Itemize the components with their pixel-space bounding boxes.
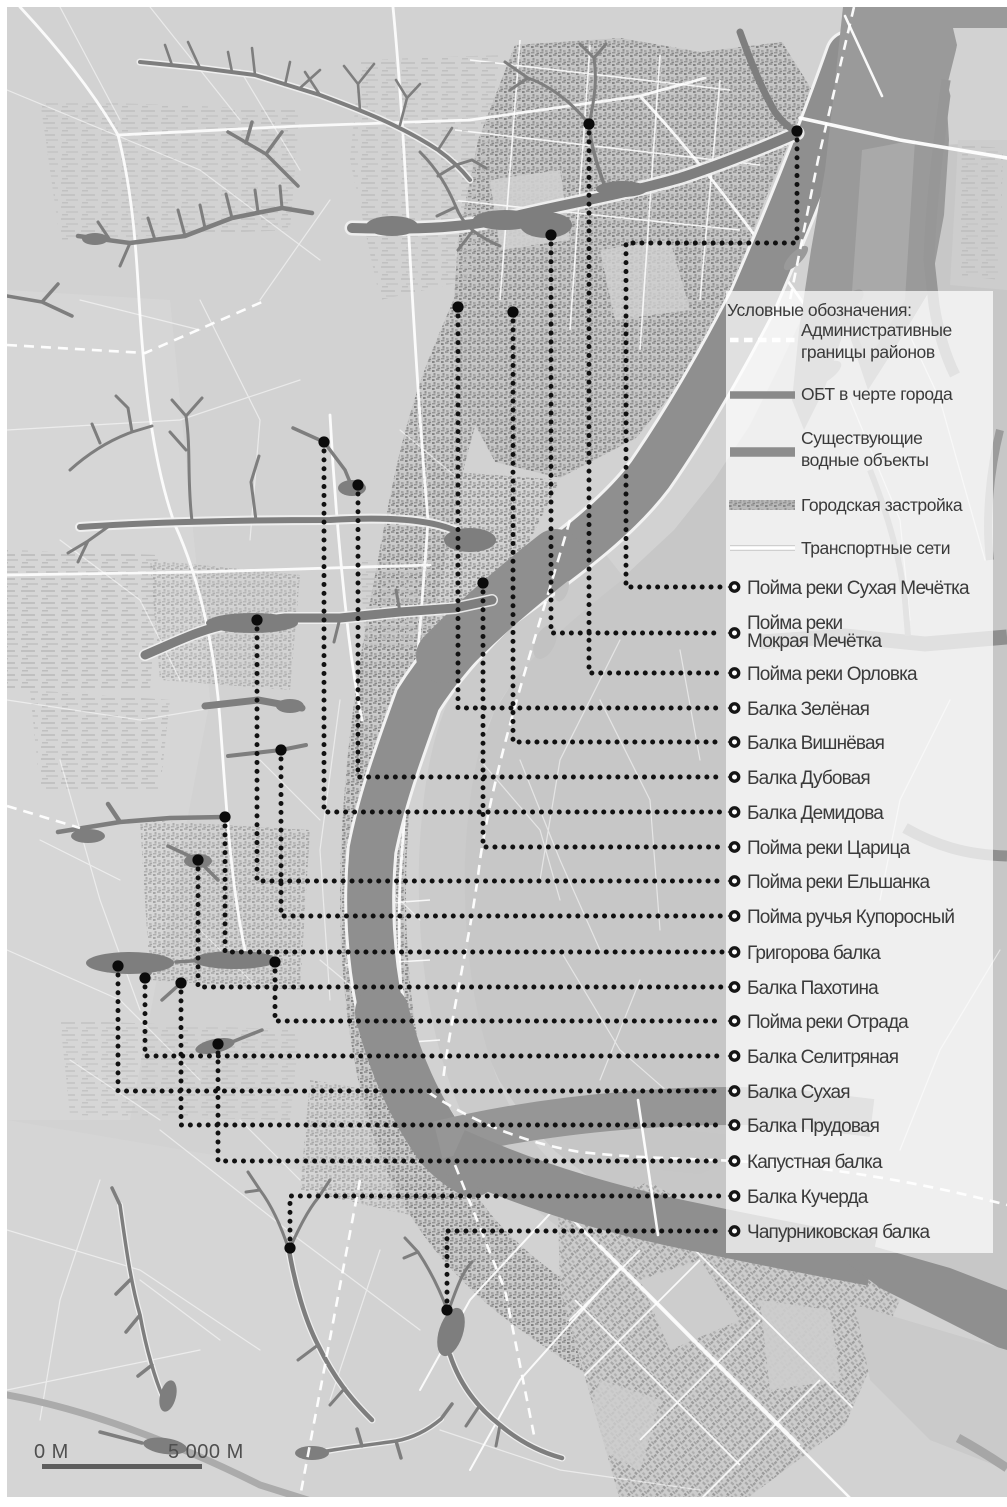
svg-text:0 М: 0 М <box>34 1441 69 1463</box>
svg-text:Пойма реки: Пойма реки <box>747 613 843 634</box>
svg-text:Пойма реки Ельшанка: Пойма реки Ельшанка <box>747 872 930 893</box>
svg-text:Балка Зелёная: Балка Зелёная <box>747 699 869 720</box>
svg-text:5 000 М: 5 000 М <box>168 1441 244 1463</box>
svg-text:Пойма ручья Купоросный: Пойма ручья Купоросный <box>747 907 954 928</box>
svg-text:Балка Селитряная: Балка Селитряная <box>747 1047 898 1068</box>
svg-text:Балка Вишнёвая: Балка Вишнёвая <box>747 733 884 754</box>
svg-text:Городская застройка: Городская застройка <box>801 495 963 515</box>
svg-text:Григорова балка: Григорова балка <box>747 943 881 964</box>
svg-text:Пойма реки Орловка: Пойма реки Орловка <box>747 664 918 685</box>
svg-text:Транспортные сети: Транспортные сети <box>801 538 950 558</box>
svg-text:Мокрая Мечётка: Мокрая Мечётка <box>747 631 882 652</box>
svg-text:Пойма реки Сухая Мечётка: Пойма реки Сухая Мечётка <box>747 578 970 599</box>
svg-text:Балка Пахотина: Балка Пахотина <box>747 978 879 999</box>
svg-text:Балка Кучерда: Балка Кучерда <box>747 1187 869 1208</box>
svg-text:границы районов: границы районов <box>801 342 935 362</box>
svg-text:Балка Демидова: Балка Демидова <box>747 803 884 824</box>
svg-text:ОБТ в черте города: ОБТ в черте города <box>801 384 953 404</box>
svg-text:Существующие: Существующие <box>801 428 922 448</box>
svg-text:Капустная балка: Капустная балка <box>747 1152 883 1173</box>
svg-text:Чапурниковская балка: Чапурниковская балка <box>747 1222 930 1243</box>
svg-text:Балка Сухая: Балка Сухая <box>747 1082 850 1103</box>
svg-text:водные объекты: водные объекты <box>801 450 929 470</box>
svg-text:Балка Прудовая: Балка Прудовая <box>747 1116 879 1137</box>
svg-text:Пойма реки Царица: Пойма реки Царица <box>747 838 911 859</box>
svg-text:Пойма реки Отрада: Пойма реки Отрада <box>747 1012 909 1033</box>
svg-text:Балка Дубовая: Балка Дубовая <box>747 768 870 789</box>
svg-text:Административные: Административные <box>801 320 952 340</box>
svg-text:Условные обозначения:: Условные обозначения: <box>727 300 911 320</box>
